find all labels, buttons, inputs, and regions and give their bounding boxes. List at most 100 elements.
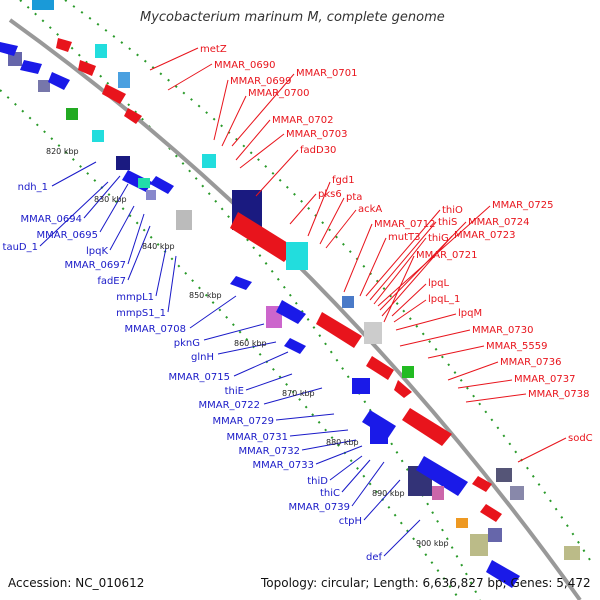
gene-label: MMAR_0733	[253, 460, 315, 471]
leader-line	[343, 223, 373, 293]
gene-arrow	[366, 356, 394, 380]
gene-label: MMAR_0725	[492, 200, 554, 211]
leader-line	[263, 387, 323, 405]
gene-label: pks6	[318, 189, 342, 200]
leader-line	[363, 479, 401, 521]
gene-block	[92, 130, 104, 142]
gene-block	[402, 366, 414, 378]
gene-block	[488, 528, 502, 542]
gene-block	[510, 486, 524, 500]
gene-label: MMAR_0703	[286, 129, 348, 140]
leader-line	[39, 181, 109, 247]
gene-arrow	[284, 338, 306, 354]
leader-line	[289, 193, 317, 225]
leader-line	[341, 459, 371, 493]
gene-label: MMAR_0722	[199, 400, 261, 411]
gene-label: fadD30	[300, 145, 336, 156]
leader-line	[245, 373, 293, 391]
gene-label: MMAR_0732	[239, 446, 301, 457]
gene-label: MMAR_0701	[296, 68, 358, 79]
kbp-label: 840 kbp	[142, 242, 175, 251]
reverse-genes	[0, 42, 520, 588]
leader-line	[517, 437, 567, 463]
leader-line	[109, 205, 135, 251]
leader-line	[393, 299, 427, 323]
gene-label: lpqM	[458, 308, 482, 319]
gene-label: MMAR_0737	[514, 374, 576, 385]
gene-label: ctpH	[339, 516, 362, 527]
kbp-label: 880 kbp	[326, 438, 359, 447]
leader-line	[127, 213, 145, 265]
gene-label: MMAR_0699	[230, 76, 292, 87]
gene-block	[364, 322, 382, 344]
gene-block	[342, 296, 354, 308]
leader-line	[359, 237, 387, 297]
gene-label: MMAR_0695	[37, 230, 99, 241]
gene-block	[8, 52, 22, 66]
gene-block	[470, 534, 488, 556]
gene-label: MMAR_0697	[65, 260, 127, 271]
leader-line	[395, 313, 457, 331]
gene-arrow	[480, 504, 502, 522]
leader-line	[457, 379, 513, 389]
leader-line	[325, 209, 357, 249]
gene-arrow	[48, 72, 70, 90]
leader-line	[383, 255, 415, 323]
kbp-label: 900 kbp	[416, 539, 449, 548]
gene-label: fadE7	[97, 276, 126, 287]
gene-arrow	[230, 276, 252, 290]
gene-label: fgd1	[332, 175, 355, 186]
leader-line	[315, 445, 363, 465]
reverse-gene-labels: ndh_1 MMAR_0694 MMAR_0695 tauD_1 lpqK MM…	[3, 182, 383, 563]
gene-block	[32, 0, 54, 10]
gene-label: pknG	[174, 338, 200, 349]
gene-label: mmpL1	[116, 292, 154, 303]
leader-line	[399, 329, 471, 347]
gene-label: MMAR_0739	[289, 502, 351, 513]
gene-arrow	[472, 476, 492, 492]
gene-label: MMAR_0708	[125, 324, 187, 335]
leader-line	[239, 133, 285, 169]
gene-arrow	[56, 38, 72, 52]
leader-line	[301, 439, 357, 451]
gene-arrow	[416, 456, 468, 496]
kbp-label: 820 kbp	[46, 147, 79, 156]
gene-label: MMAR_0702	[272, 115, 334, 126]
gene-arrow	[20, 60, 42, 74]
accession-text: Accession: NC_010612	[8, 576, 145, 590]
leader-line	[275, 413, 335, 421]
map-title: Mycobacterium marinum M, complete genome	[140, 10, 445, 25]
topology-text: Topology: circular; Length: 6,636,827 bp…	[261, 576, 591, 590]
leader-line	[255, 149, 299, 197]
gene-label: thiD	[307, 476, 328, 487]
kbp-label: 890 kbp	[372, 489, 405, 498]
gene-block	[370, 426, 388, 444]
gene-label: def	[366, 552, 383, 563]
leader-line	[307, 181, 331, 237]
gene-arrow	[150, 176, 174, 194]
forward-genes	[32, 0, 580, 560]
gene-label: MMAR_0690	[214, 60, 276, 71]
inner-dotted-track	[0, 89, 461, 600]
gene-block	[176, 210, 192, 230]
genome-backbone	[8, 18, 582, 600]
gene-block	[202, 154, 216, 168]
leader-line	[217, 341, 277, 355]
leader-line	[221, 95, 247, 147]
gene-label: ackA	[358, 204, 382, 215]
gene-label: MMAR_0715	[169, 372, 231, 383]
leader-line	[351, 461, 385, 507]
gene-label: MMAR_0736	[500, 357, 562, 368]
gene-block	[138, 178, 150, 188]
reverse-leaders	[39, 161, 421, 557]
gene-block	[38, 80, 50, 92]
gene-arrow	[394, 380, 412, 398]
gene-block	[432, 486, 444, 500]
leader-line	[329, 455, 363, 481]
gene-block	[118, 72, 130, 88]
leader-line	[233, 351, 289, 377]
gene-block	[496, 468, 512, 482]
leader-line	[149, 47, 199, 71]
